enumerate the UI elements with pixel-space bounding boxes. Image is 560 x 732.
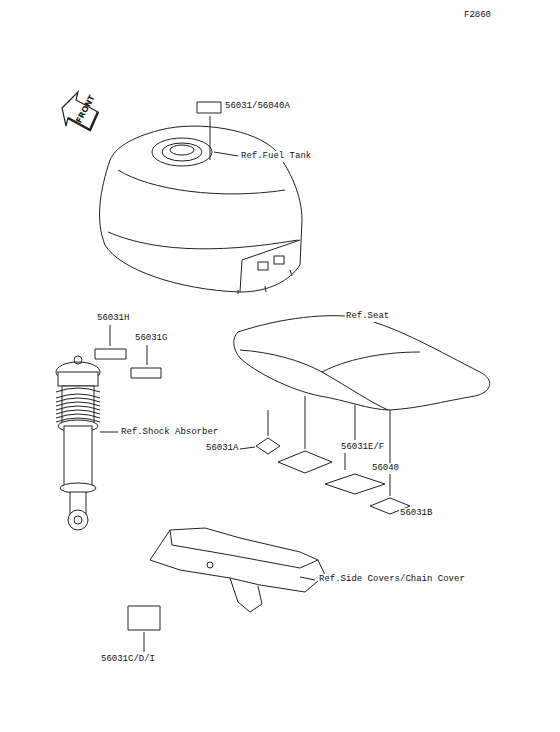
callout-number: 56040 bbox=[371, 463, 400, 474]
spring-coil bbox=[56, 410, 100, 414]
figure-number: F2860 bbox=[463, 10, 492, 21]
callout-number: 56031A bbox=[205, 443, 239, 454]
part-name: Ref.Shock Absorber bbox=[120, 427, 219, 438]
part-name: Ref.Fuel Tank bbox=[240, 151, 312, 162]
part-name: Ref.Seat bbox=[345, 311, 390, 322]
spring-coil bbox=[56, 414, 100, 418]
spring-coil bbox=[56, 418, 100, 422]
spring-coil bbox=[56, 394, 100, 398]
spring-coil bbox=[56, 406, 100, 410]
callout-number: 56031H bbox=[96, 313, 130, 324]
part-name: Ref.Side Covers/Chain Cover bbox=[318, 574, 466, 585]
callout-number: 56031G bbox=[134, 333, 168, 344]
spring-coil bbox=[56, 398, 100, 402]
spring-coil bbox=[56, 402, 100, 406]
callout-number: 56031/56040A bbox=[224, 101, 291, 112]
callout-number: 56031C/D/I bbox=[100, 654, 156, 665]
callout-number: 56031E/F bbox=[340, 442, 385, 453]
callout-number: 56031B bbox=[399, 508, 433, 519]
